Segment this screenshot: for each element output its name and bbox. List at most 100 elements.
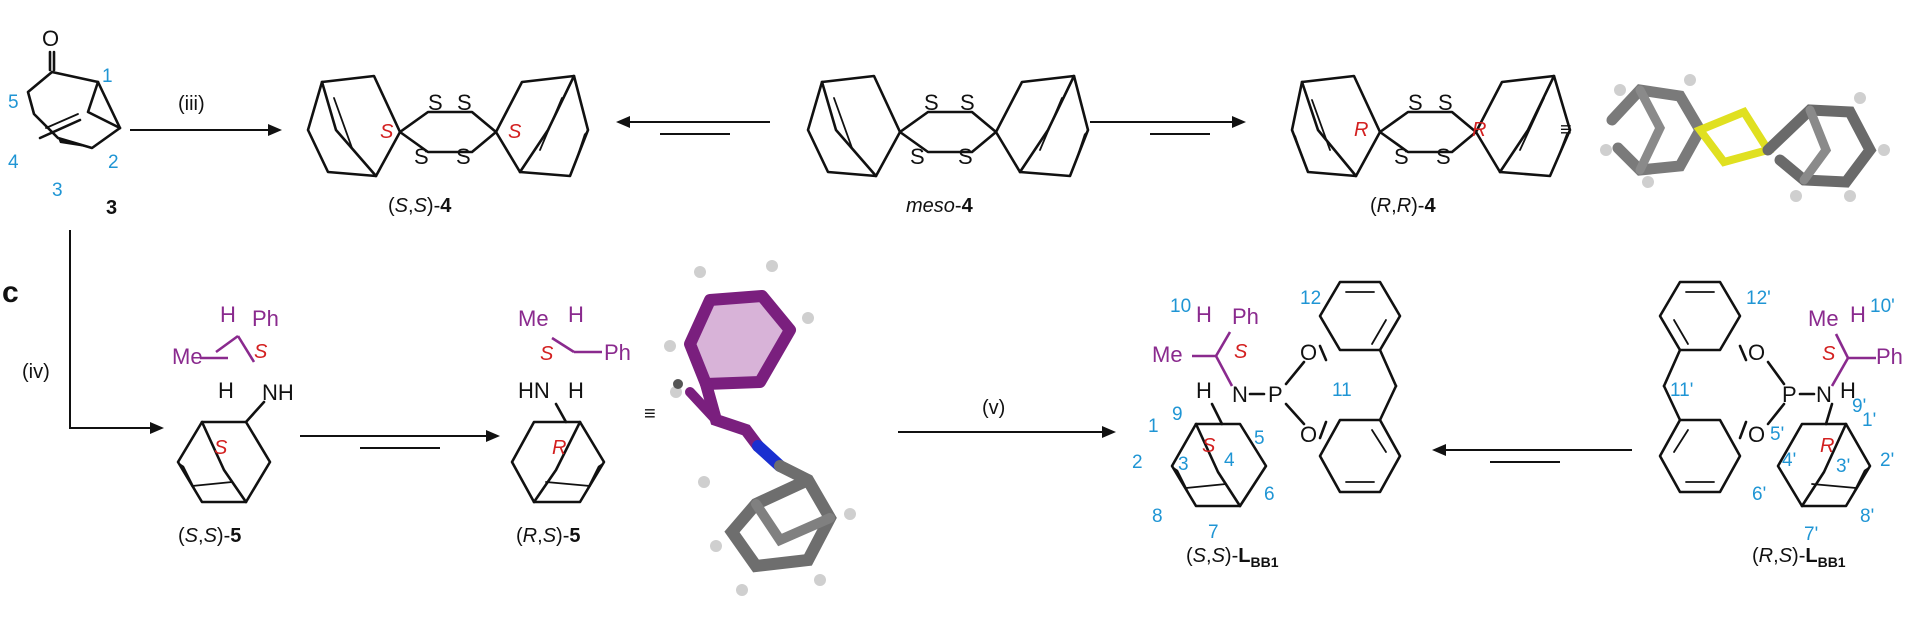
atom-O: O — [1300, 340, 1317, 365]
atom-P: P — [1782, 382, 1797, 407]
compound-RS-5: Me H Ph S HN H R (R,S)-5 — [510, 302, 631, 547]
atom-H: H — [1196, 378, 1212, 403]
atom-S: S — [958, 144, 973, 169]
model-3d-RS-5 — [664, 260, 856, 596]
atom-S: S — [1408, 90, 1423, 115]
compound-3: O 1 2 3 4 5 3 — [8, 26, 122, 219]
locant: 5 — [8, 92, 19, 113]
arrow-iv: (iv) — [22, 230, 164, 434]
atom-H: H — [218, 378, 234, 403]
caption-SS-5: (S,S)-5 — [178, 525, 241, 547]
atom-N: N — [1816, 382, 1832, 407]
locant: 5' — [1770, 424, 1784, 445]
stereo-label: S — [508, 121, 522, 143]
atom-S: S — [1394, 144, 1409, 169]
locant: 3 — [1178, 454, 1189, 475]
atom-N: N — [1232, 382, 1248, 407]
locant: 2 — [108, 152, 119, 173]
panel-label: c — [2, 276, 19, 309]
equilibrium-1 — [616, 116, 770, 135]
atom-S: S — [910, 144, 925, 169]
locant: 2 — [1132, 452, 1143, 473]
locant: 8' — [1860, 506, 1874, 527]
reagent-label: (iv) — [22, 361, 50, 383]
atom-Me: Me — [1808, 306, 1839, 331]
compound-SS-LBB1: 10 H Ph Me S N H P O O 12 11 S 9 1 — [1132, 280, 1402, 570]
locant: 6 — [1264, 484, 1275, 505]
atom-S: S — [924, 90, 939, 115]
atom-Ph: Ph — [1876, 344, 1903, 369]
locant: 1 — [102, 66, 113, 87]
stereo-label: S — [380, 121, 394, 143]
locant: 1 — [1148, 416, 1159, 437]
caption-3: 3 — [106, 197, 117, 219]
atom-H: H — [1196, 302, 1212, 327]
atom-Ph: Ph — [252, 306, 279, 331]
locant: 3 — [52, 180, 63, 201]
locant: 11' — [1670, 380, 1693, 401]
caption-RS-LBB1: (R,S)-LBB1 — [1752, 545, 1846, 570]
atom-Me: Me — [1152, 342, 1183, 367]
atom-O: O — [1748, 422, 1765, 447]
locant: 7' — [1804, 524, 1818, 545]
stereo-label: R — [1472, 119, 1486, 141]
atom-S: S — [1436, 144, 1451, 169]
locant: 1' — [1862, 410, 1876, 431]
atom-P: P — [1268, 382, 1283, 407]
locant: 11 — [1332, 380, 1352, 401]
compound-meso-4: S S S S meso-4 — [806, 74, 1090, 217]
atom-S: S — [428, 90, 443, 115]
locant: 12' — [1746, 288, 1771, 309]
locant: 2' — [1880, 450, 1894, 471]
atom-Me: Me — [172, 344, 203, 369]
equilibrium-2 — [1090, 116, 1246, 135]
locant: 10 — [1170, 296, 1191, 317]
compound-SS-5: H Ph Me S NH H S (S,S)-5 — [172, 302, 294, 547]
atom-Ph: Ph — [1232, 304, 1259, 329]
equilibrium-3 — [300, 430, 500, 449]
atom-S: S — [456, 144, 471, 169]
caption-SS-4: (S,S)-4 — [388, 195, 452, 217]
locant: 4' — [1782, 450, 1796, 471]
stereo-label: S — [214, 437, 228, 459]
locant: 10' — [1870, 296, 1895, 317]
locant: 6' — [1752, 484, 1766, 505]
atom-S: S — [1438, 90, 1453, 115]
compound-RR-4: S S S S R R (R,R)-4 — [1290, 74, 1572, 217]
equivalence-sign: ≡ — [644, 403, 656, 425]
reagent-label: (v) — [982, 397, 1005, 419]
arrow-iii: (iii) — [130, 93, 282, 136]
atom-S: S — [960, 90, 975, 115]
atom-O: O — [1748, 340, 1765, 365]
locant: 4 — [1224, 450, 1235, 471]
locant: 4 — [8, 152, 19, 173]
equilibrium-4 — [1432, 444, 1632, 463]
stereo-label: R — [1354, 119, 1368, 141]
stereo-label: S — [540, 343, 554, 365]
locant: 3' — [1836, 456, 1850, 477]
compound-RS-LBB1: 12' 11' O O P N H 9' Me H 10' Ph S R 5' … — [1658, 280, 1903, 570]
atom-H: H — [220, 302, 236, 327]
caption-RS-5: (R,S)-5 — [516, 525, 580, 547]
locant: 12 — [1300, 288, 1321, 309]
atom-S: S — [414, 144, 429, 169]
caption-meso-4: meso-4 — [906, 195, 974, 217]
atom-Me: Me — [518, 306, 549, 331]
atom-H: H — [568, 302, 584, 327]
locant: 5 — [1254, 428, 1265, 449]
arrow-v: (v) — [898, 397, 1116, 438]
stereo-label: S — [254, 341, 268, 363]
atom-O: O — [1300, 422, 1317, 447]
atom-H: H — [1850, 302, 1866, 327]
stereo-label: R — [552, 437, 566, 459]
stereo-label: S — [1822, 343, 1836, 365]
locant: 9' — [1852, 396, 1866, 417]
equivalence-sign: ≡ — [1560, 119, 1572, 141]
reagent-label: (iii) — [178, 93, 205, 115]
locant: 8 — [1152, 506, 1163, 527]
model-3d-RR-4 — [1600, 74, 1890, 202]
atom-S: S — [457, 90, 472, 115]
caption-SS-LBB1: (S,S)-LBB1 — [1186, 545, 1279, 570]
locant: 9 — [1172, 404, 1183, 425]
